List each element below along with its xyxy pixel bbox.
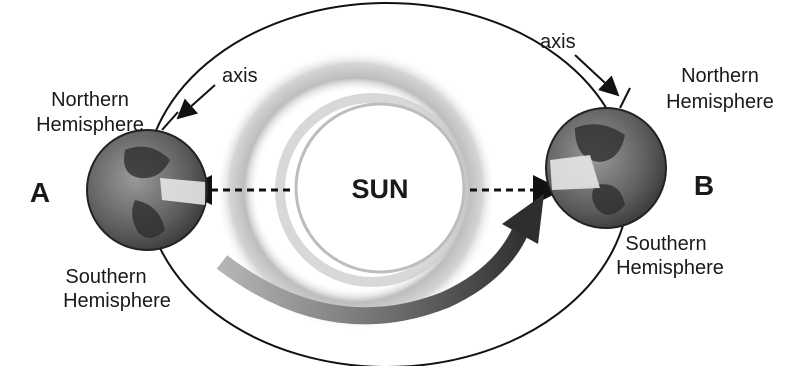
position-b-letter: B	[694, 170, 714, 201]
orbit-direction-arrowhead	[502, 194, 544, 244]
orbit-direction-arrow	[216, 228, 528, 325]
sun	[294, 102, 466, 274]
southern-hemisphere-label-b-line1: Southern	[625, 233, 706, 255]
northern-hemisphere-label-a-line1: Northern	[51, 89, 129, 111]
earth-a	[86, 111, 208, 251]
southern-hemisphere-label-b-line2: Hemisphere	[616, 257, 724, 279]
northern-hemisphere-label-a-line2: Hemisphere	[36, 114, 144, 136]
axis-pointer-b	[574, 54, 620, 97]
position-a-letter: A	[30, 177, 50, 208]
southern-hemisphere-label-a-line1: Southern	[65, 266, 146, 288]
sun-label: SUN	[351, 174, 408, 204]
northern-hemisphere-label-b-line2: Hemisphere	[666, 91, 774, 113]
earth-b	[545, 87, 667, 229]
northern-hemisphere-label-b-line1: Northern	[681, 65, 759, 87]
southern-hemisphere-label-a-line2: Hemisphere	[63, 290, 171, 312]
axis-pointer-a	[176, 84, 216, 120]
axis-label-a: axis	[222, 65, 258, 87]
axis-label-b: axis	[540, 31, 576, 53]
